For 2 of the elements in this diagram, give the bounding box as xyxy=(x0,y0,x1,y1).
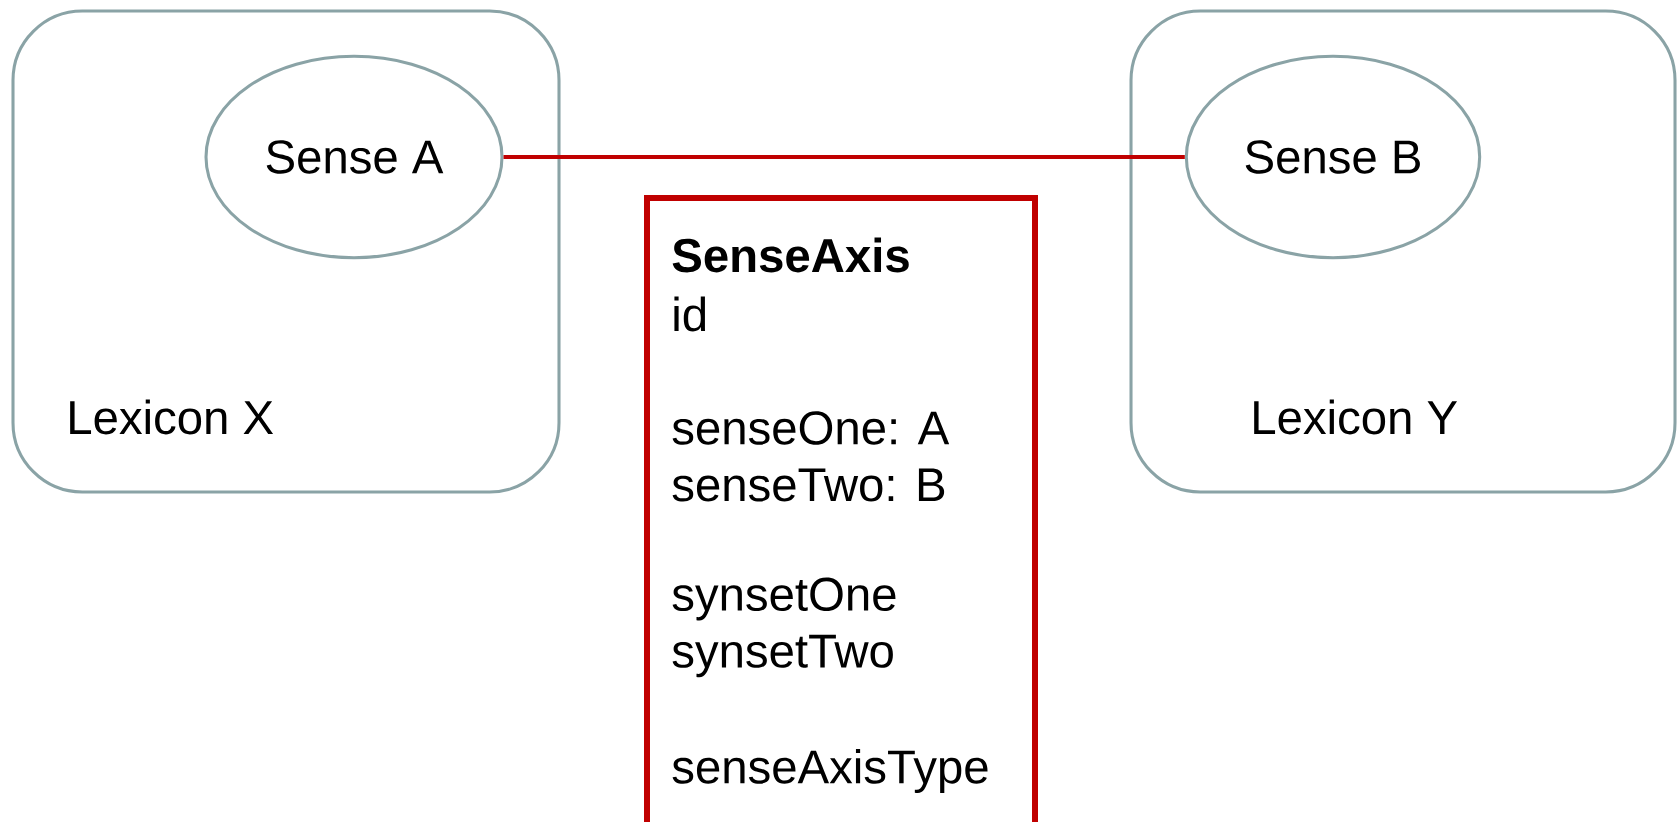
connector-line xyxy=(503,155,1185,159)
class-box: SenseAxis id senseOne: A senseTwo: B synsetOne synsetTwo senseAxisType xyxy=(644,195,1038,822)
